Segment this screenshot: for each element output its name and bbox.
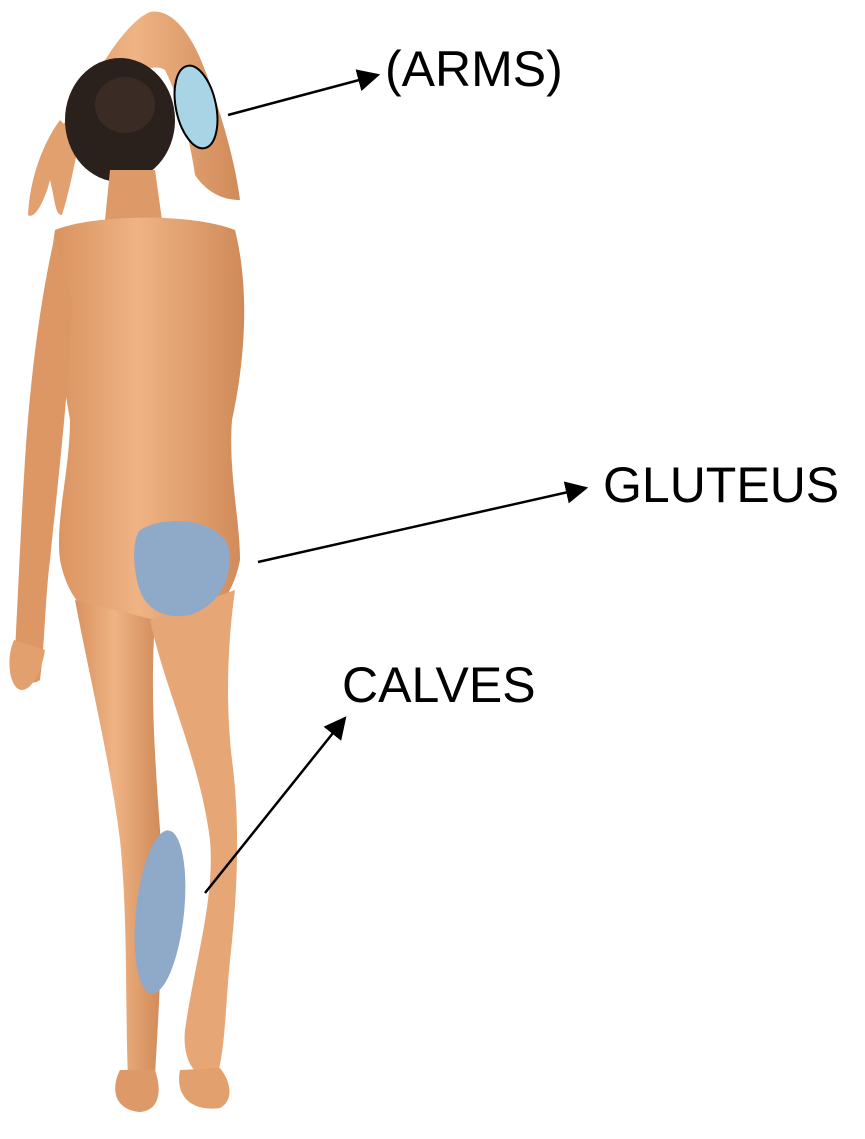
right-foot: [179, 1068, 229, 1109]
left-arm: [15, 235, 72, 683]
gluteus-label: GLUTEUS: [603, 460, 839, 510]
gluteus-arrow: [258, 488, 586, 562]
calves-label: CALVES: [342, 660, 536, 710]
left-leg: [75, 600, 162, 1085]
arms-label: (ARMS): [385, 44, 563, 94]
neck: [105, 170, 162, 220]
left-foot: [115, 1070, 158, 1112]
arms-arrow: [228, 75, 378, 115]
